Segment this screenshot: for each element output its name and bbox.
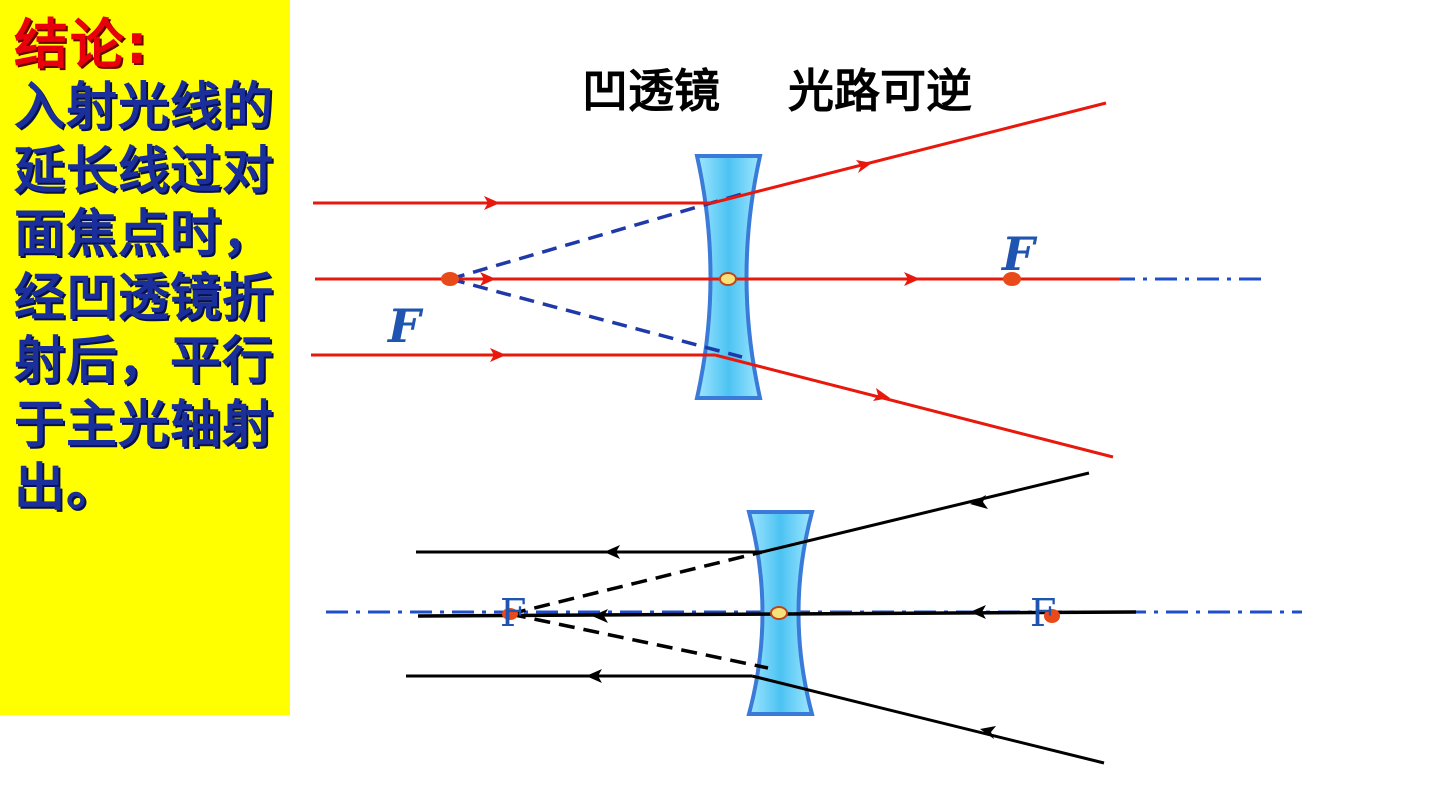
top-arrow-lower-in: [490, 348, 506, 362]
top-diagram: F F: [311, 101, 1262, 459]
top-focus-right-dot: [1003, 272, 1021, 286]
conclusion-text: 入射光线的延长线过对面焦点时，经凹透镜折射后，平行于主光轴射出。: [14, 78, 275, 518]
bottom-optical-center: [770, 606, 788, 620]
top-virtual-ray-upper: [449, 192, 743, 281]
top-refracted-ray-upper: [711, 101, 1107, 205]
bottom-virtual-ray-lower: [509, 612, 769, 670]
bottom-focus-left-label: F: [500, 591, 526, 635]
bottom-focus-left-dot: [502, 608, 518, 620]
conclusion-panel: 结论: 入射光线的延长线过对面焦点时，经凹透镜折射后，平行于主光轴射出。: [0, 0, 290, 715]
top-focus-left-dot: [441, 272, 459, 286]
bottom-diagram: F F: [326, 471, 1302, 765]
top-refracted-ray-lower: [714, 353, 1114, 459]
bottom-arrow-middle-right: [970, 605, 986, 619]
bottom-virtual-ray-upper: [509, 550, 763, 616]
diagram-heading: 凹透镜 光路可逆: [582, 62, 1032, 120]
heading-lens-type: 凹透镜: [582, 64, 720, 118]
top-virtual-ray-lower: [449, 277, 743, 359]
heading-reversibility: 光路可逆: [788, 64, 972, 118]
top-focus-right-label: F: [1000, 227, 1038, 281]
bottom-focus-right-label: F: [1030, 591, 1056, 635]
bottom-ray-lower-in: [751, 674, 1105, 765]
top-arrow-middle-out: [904, 272, 920, 286]
top-optical-center: [719, 272, 737, 286]
conclusion-title: 结论:: [14, 13, 150, 76]
top-arrow-upper-in: [484, 196, 500, 210]
bottom-arrow-upper-out: [604, 545, 620, 559]
bottom-ray-upper-in: [761, 471, 1090, 554]
top-arrow-middle-in: [480, 272, 496, 286]
top-arrow-upper-out: [856, 160, 872, 173]
top-focus-left-label: F: [386, 299, 424, 353]
bottom-arrow-lower-in: [980, 726, 996, 739]
bottom-arrow-lower-out: [586, 669, 602, 683]
top-arrow-lower-out: [873, 388, 890, 401]
bottom-focus-right-dot: [1044, 609, 1060, 623]
bottom-arrow-upper-in: [970, 495, 988, 509]
bottom-arrow-middle-left: [592, 609, 608, 623]
